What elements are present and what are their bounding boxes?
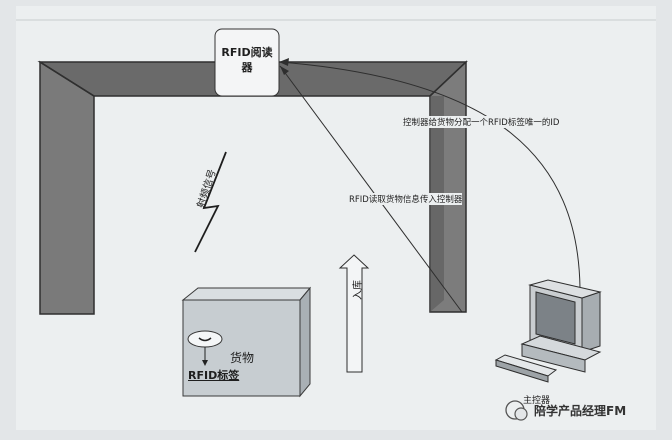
cargo-box bbox=[181, 286, 312, 398]
assign-id-annotation: 控制器给货物分配一个RFID标签唯一的ID bbox=[403, 116, 560, 128]
rf-signal-icon bbox=[194, 151, 227, 253]
reader-label: RFID阅读器 bbox=[221, 46, 273, 74]
read-info-annotation: RFID读取货物信息传入控制器 bbox=[349, 193, 463, 205]
entry-label: 入库 bbox=[353, 280, 364, 300]
connection-arrows bbox=[279, 58, 581, 313]
rfid-tag-icon bbox=[187, 330, 223, 366]
rfid-tag-label: RFID标签 bbox=[188, 369, 240, 382]
watermark-text: 陪学产品经理FM bbox=[534, 404, 627, 418]
computer-icon bbox=[494, 279, 602, 383]
cargo-label: 货物 bbox=[230, 351, 255, 365]
wechat-logo-icon bbox=[505, 400, 528, 421]
assign-id-arrow bbox=[279, 61, 581, 289]
controller-label: 主控器 bbox=[523, 396, 551, 406]
rfid-reader-box bbox=[214, 28, 280, 97]
entry-arrow bbox=[338, 254, 370, 373]
read-info-arrow bbox=[279, 65, 463, 313]
